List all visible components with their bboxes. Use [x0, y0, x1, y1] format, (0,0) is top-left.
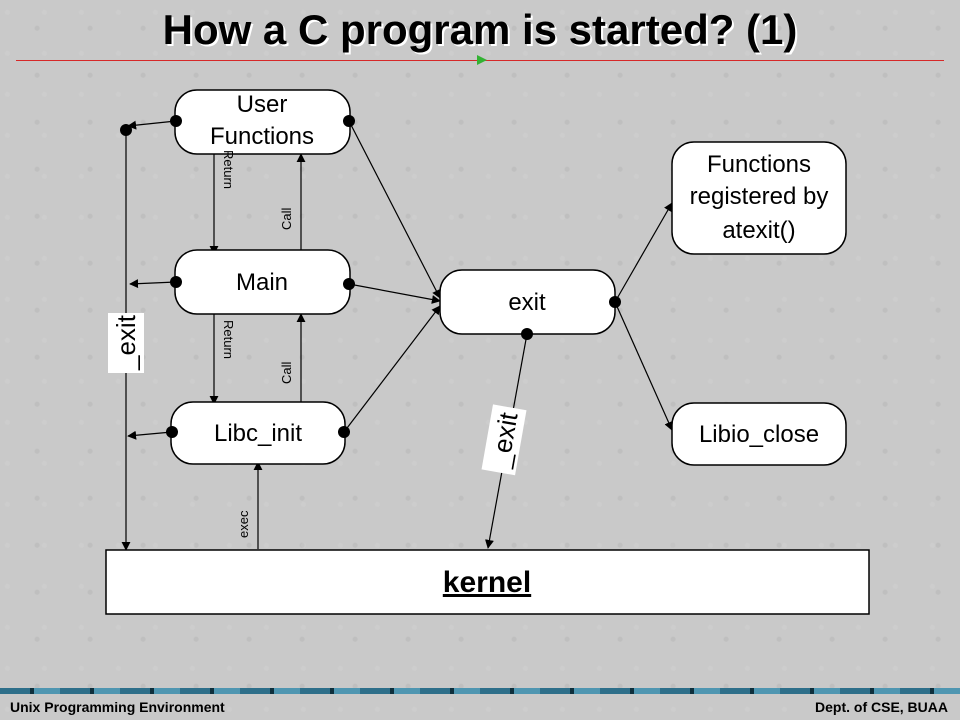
node-libio-close-label: Libio_close	[699, 421, 819, 448]
edge-label-exit-right-group: _exit	[481, 404, 527, 476]
triangle-marker-icon	[477, 55, 487, 65]
footer-course: Unix Programming Environment	[10, 699, 225, 715]
node-kernel-label: kernel	[443, 566, 531, 599]
node-kernel: kernel	[105, 549, 870, 615]
node-atexit-label-2: registered by	[690, 183, 829, 210]
node-libc-init-label: Libc_init	[214, 420, 302, 447]
footer-department: Dept. of CSE, BUAA	[815, 699, 948, 715]
connector-dots	[120, 115, 621, 438]
footer-bar	[0, 688, 960, 694]
node-main-label: Main	[236, 269, 288, 296]
node-exit: exit	[439, 269, 616, 335]
node-user-functions-label-2: Functions	[210, 123, 314, 150]
edge-label-return-lower: Return	[221, 320, 236, 359]
edges	[121, 120, 673, 551]
node-libio-close: Libio_close	[671, 402, 847, 466]
slide-title: How a C program is started? (1)	[162, 6, 798, 53]
edge-label-exec: exec	[236, 510, 251, 538]
edge-label-return-upper: Return	[221, 150, 236, 189]
edge-label-call-lower: Call	[279, 361, 294, 384]
node-atexit-functions: Functions registered by atexit()	[671, 141, 847, 255]
edge-label-exit-left: _exit	[111, 314, 141, 371]
node-libc-init: Libc_init	[170, 401, 346, 465]
node-atexit-label-1: Functions	[707, 151, 811, 178]
edge-label-exit-left-group: _exit	[108, 313, 144, 373]
node-atexit-label-3: atexit()	[722, 217, 795, 244]
edge-label-exit-right: _exit	[484, 409, 523, 470]
node-main: Main	[174, 249, 351, 315]
node-exit-label: exit	[508, 289, 546, 316]
node-user-functions: User Functions	[174, 89, 351, 155]
edge-label-call-upper: Call	[279, 207, 294, 230]
node-user-functions-label-1: User	[237, 91, 288, 118]
